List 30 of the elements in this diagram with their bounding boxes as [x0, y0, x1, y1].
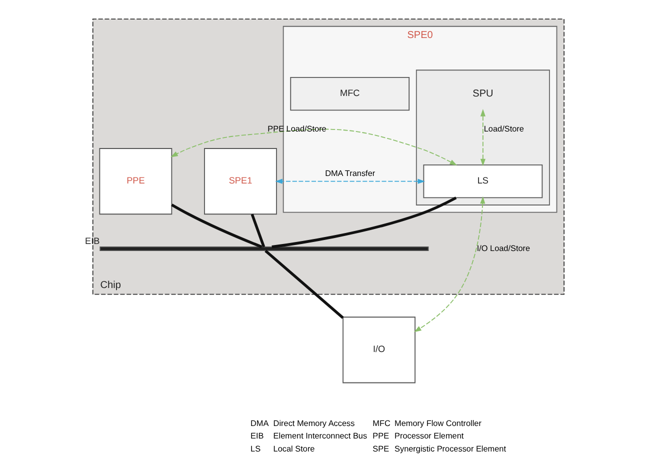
edge-label: I/O Load/Store [476, 244, 530, 253]
label: Memory Flow Controller [394, 418, 481, 428]
label: LS [250, 444, 260, 454]
edge-label: DMA Transfer [324, 169, 375, 178]
label: Direct Memory Access [272, 418, 354, 428]
node-box [99, 246, 428, 252]
arrow [274, 178, 425, 184]
label: MFC [372, 418, 390, 428]
edge-label: PPE Load/Store [267, 124, 326, 134]
label: Synergistic Processor Element [394, 444, 506, 454]
label: Local Store [272, 444, 314, 454]
arrow [480, 109, 485, 166]
connector [250, 214, 265, 248]
connector [271, 196, 456, 248]
node-box: LS [422, 164, 542, 198]
label: DMA [250, 418, 268, 428]
arrow [414, 196, 485, 332]
node-box: SPE1 [204, 148, 276, 215]
node-box: I/O [342, 316, 415, 384]
node-box: MFC [290, 76, 410, 111]
label: Element Interconnect Bus [272, 432, 367, 441]
connector [170, 204, 262, 248]
arrow [170, 128, 457, 166]
label: SPE [372, 444, 389, 454]
node-box: PPE [98, 148, 172, 215]
edge-label: Load/Store [483, 124, 524, 134]
connector [264, 250, 344, 319]
label: PPE [372, 432, 389, 441]
label: EIB [250, 432, 264, 441]
label: Processor Element [394, 432, 464, 441]
